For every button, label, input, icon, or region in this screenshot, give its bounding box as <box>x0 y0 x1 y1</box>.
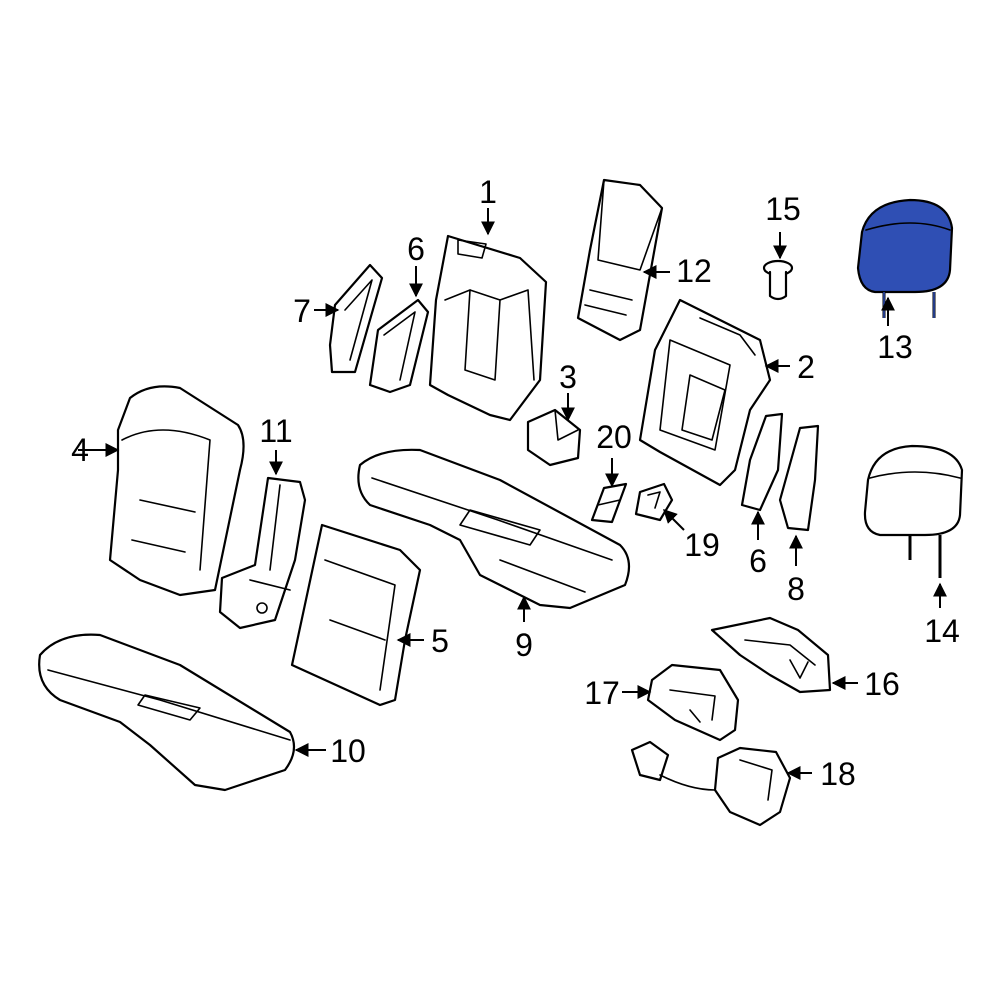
part-7-trim-panel[interactable] <box>328 263 384 374</box>
part-12-center-armrest-panel[interactable] <box>576 178 664 342</box>
callout-14: 14 <box>924 613 960 649</box>
callout-labels: 1 2 3 4 5 6 6 7 8 9 10 11 12 13 14 15 16… <box>71 174 960 792</box>
callout-8: 8 <box>787 571 805 607</box>
part-13-headrest-highlighted[interactable] <box>856 198 954 318</box>
part-5-seatback-cushion-center[interactable] <box>290 523 422 707</box>
part-6-trim-panel-right[interactable] <box>740 412 784 512</box>
leader-lines <box>78 208 947 780</box>
part-9-seat-cushion-rear[interactable] <box>357 448 631 610</box>
callout-20: 20 <box>596 419 632 455</box>
part-15-fastener[interactable] <box>762 259 794 301</box>
callout-10: 10 <box>330 733 366 769</box>
part-3-bracket[interactable] <box>526 408 582 467</box>
callout-12: 12 <box>676 253 712 289</box>
callout-9: 9 <box>515 627 533 663</box>
callout-2: 2 <box>797 349 815 385</box>
part-8-trim-panel[interactable] <box>778 424 820 532</box>
callout-6-right: 6 <box>749 543 767 579</box>
callout-5: 5 <box>431 623 449 659</box>
part-17-control-module[interactable] <box>646 663 740 742</box>
callout-11: 11 <box>259 413 292 449</box>
callout-7: 7 <box>293 293 311 329</box>
callout-16: 16 <box>864 666 900 702</box>
part-20-clip[interactable] <box>590 482 628 524</box>
callout-17: 17 <box>584 675 620 711</box>
part-11-center-trim-panel[interactable] <box>218 476 307 630</box>
part-16-mounting-bracket[interactable] <box>710 616 832 694</box>
part-1-seatback-frame-left[interactable] <box>428 234 548 422</box>
callout-4: 4 <box>71 432 89 468</box>
part-10-seat-cushion-front[interactable] <box>38 633 296 792</box>
part-18-wiring-harness[interactable] <box>630 740 792 827</box>
part-2-seatback-frame-right[interactable] <box>638 298 772 487</box>
callout-3: 3 <box>559 359 577 395</box>
callout-19: 19 <box>684 527 720 563</box>
callout-6-left: 6 <box>407 231 425 267</box>
part-4-seatback-cushion-left[interactable] <box>108 385 245 597</box>
callout-15: 15 <box>765 191 801 227</box>
part-14-headrest[interactable] <box>863 444 964 578</box>
callout-13: 13 <box>877 329 913 365</box>
callout-18: 18 <box>820 756 856 792</box>
part-19-latch[interactable] <box>634 482 674 522</box>
part-6-trim-panel-left[interactable] <box>368 298 430 394</box>
callout-1: 1 <box>479 174 497 210</box>
